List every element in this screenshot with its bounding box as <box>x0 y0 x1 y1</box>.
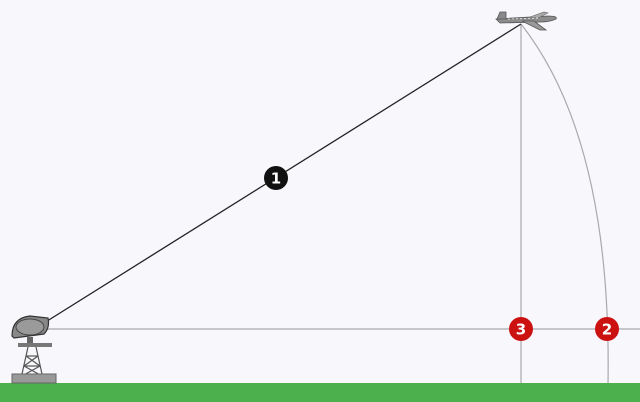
marker-1-label: 1 <box>271 170 281 188</box>
airplane-wing <box>521 20 548 31</box>
marker-2-circle <box>595 317 619 341</box>
airplane-icon <box>495 11 557 31</box>
marker-3-label: 3 <box>516 321 526 339</box>
airplane-upper-wing <box>529 11 549 19</box>
airplane-fuselage <box>495 15 557 24</box>
marker-slant-range: 1 <box>264 166 288 190</box>
airplane-tail <box>496 11 507 20</box>
airplane-windows <box>507 17 541 20</box>
radar-pedestal <box>27 337 33 343</box>
radar-antenna-icon <box>11 315 57 384</box>
ground-strip <box>0 383 640 402</box>
marker-3-circle <box>509 317 533 341</box>
radar-dish-face <box>15 318 45 336</box>
radar-platform <box>18 343 52 347</box>
marker-ground-projection: 3 <box>509 317 533 341</box>
marker-arc: 2 <box>595 317 619 341</box>
marker-1-circle <box>264 166 288 190</box>
radar-base <box>11 373 57 384</box>
marker-2-label: 2 <box>602 321 612 339</box>
